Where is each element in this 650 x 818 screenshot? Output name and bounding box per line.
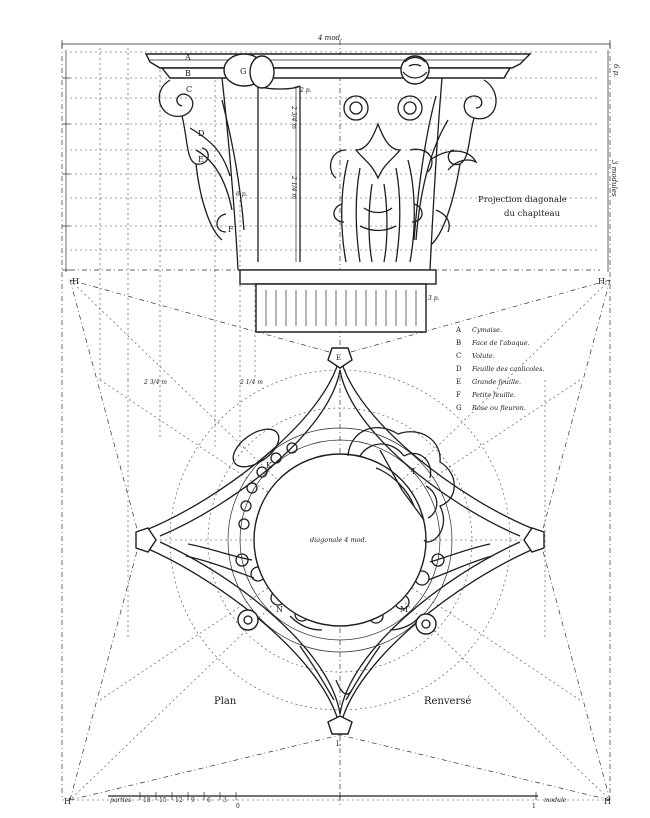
scale-label: parties (110, 797, 131, 804)
scale-tick-3: 3 (223, 797, 227, 804)
legend-key-a: A (455, 326, 462, 334)
left-ruler (62, 50, 70, 272)
scale-tick-15: 15 (159, 797, 167, 804)
corner-h-top-left: H (72, 277, 79, 286)
bottom-scale: parties 18 15 12 9 6 3 0 1 module (108, 792, 567, 810)
side-mark-left-1: 2 3/4 m (143, 379, 167, 386)
side-modules-label: 3 modules (610, 160, 618, 197)
plan-rosettes (237, 609, 437, 701)
legend-text-e: Grande feuille. (472, 378, 521, 386)
corner-h-top-right: H (598, 277, 605, 286)
axis-letter-top: E (336, 354, 341, 362)
corner-h-bottom-left: H (64, 797, 71, 806)
legend-text-g: Rose ou fleuron. (471, 404, 526, 412)
scale-tick-12: 12 (175, 797, 183, 804)
plan-letter-i: I (412, 467, 415, 476)
letter-f: F (228, 225, 234, 234)
scale-unit: module (544, 797, 567, 804)
plan-letter-k: K (266, 461, 273, 470)
legend-text-d: Feuille des caulicoles. (471, 365, 545, 373)
axis-letter-bottom: L (336, 740, 341, 748)
plan-acanthus (347, 427, 455, 543)
legend: A Cymaise. B Face de l'abaque. C Volute.… (455, 326, 545, 412)
corner-h-bottom-right: H (604, 797, 611, 806)
elevation-letters: A B C D E F G (184, 53, 246, 234)
projection-title-1: Projection diagonale (478, 195, 567, 205)
shaft-dims: 2 3/4 m 2 1/4 m 3 p. 6 p. 2 p. (236, 86, 440, 302)
legend-text-a: Cymaise. (472, 326, 502, 334)
legend-key-d: D (456, 365, 462, 373)
letter-g: G (240, 67, 246, 76)
legend-text-c: Volute. (472, 352, 495, 360)
dim-mark-1: 2 3/4 m (290, 105, 297, 129)
scale-tick-9: 9 (191, 797, 195, 804)
letter-a: A (184, 53, 191, 62)
rosette-right (400, 55, 430, 85)
plan-word: Plan (214, 696, 237, 707)
scale-end: 1 (532, 803, 536, 810)
dim-small-2p: 2 p. (299, 87, 312, 94)
right-dimension: 6 p. 3 modules (607, 50, 620, 272)
plan-letter-n: N (276, 605, 283, 614)
dim-mark-2: 2 1/4 m (290, 175, 297, 199)
right-volutes (413, 79, 497, 245)
acanthus-leaves (329, 95, 478, 263)
letter-d: D (198, 129, 204, 138)
capital-elevation (144, 53, 532, 333)
letter-c: C (186, 85, 192, 94)
left-volutes (158, 79, 245, 241)
side-mark-left-2: 2 1/4 m (239, 379, 263, 386)
flutes (265, 290, 417, 326)
dim-small-3p: 3 p. (428, 295, 440, 302)
letter-e: E (198, 155, 204, 164)
scale-tick-6: 6 (207, 797, 211, 804)
top-scale-label: 4 mod. (317, 34, 342, 42)
scale-zero: 0 (236, 803, 240, 810)
dim-small-6p: 6 p. (236, 191, 248, 198)
right-scale-label: 6 p. (612, 64, 620, 77)
projection-title-2: du chapiteau (504, 209, 561, 219)
construction-lines (61, 40, 611, 805)
legend-text-b: Face de l'abaque. (471, 339, 530, 347)
legend-key-c: C (456, 352, 461, 360)
letter-b: B (185, 69, 191, 78)
legend-text-f: Petite feuille. (471, 391, 516, 399)
diagonal-label: diagonale 4 mod. (310, 536, 367, 544)
legend-key-f: F (456, 391, 461, 399)
scale-tick-18: 18 (143, 797, 151, 804)
legend-key-g: G (456, 404, 462, 412)
capital-plan (135, 347, 545, 735)
top-dimension: 4 mod. (61, 34, 611, 48)
plan-letter-m: M (400, 605, 408, 614)
legend-key-b: B (456, 339, 461, 347)
reverse-word: Renversé (424, 696, 471, 707)
legend-key-e: E (456, 378, 461, 386)
